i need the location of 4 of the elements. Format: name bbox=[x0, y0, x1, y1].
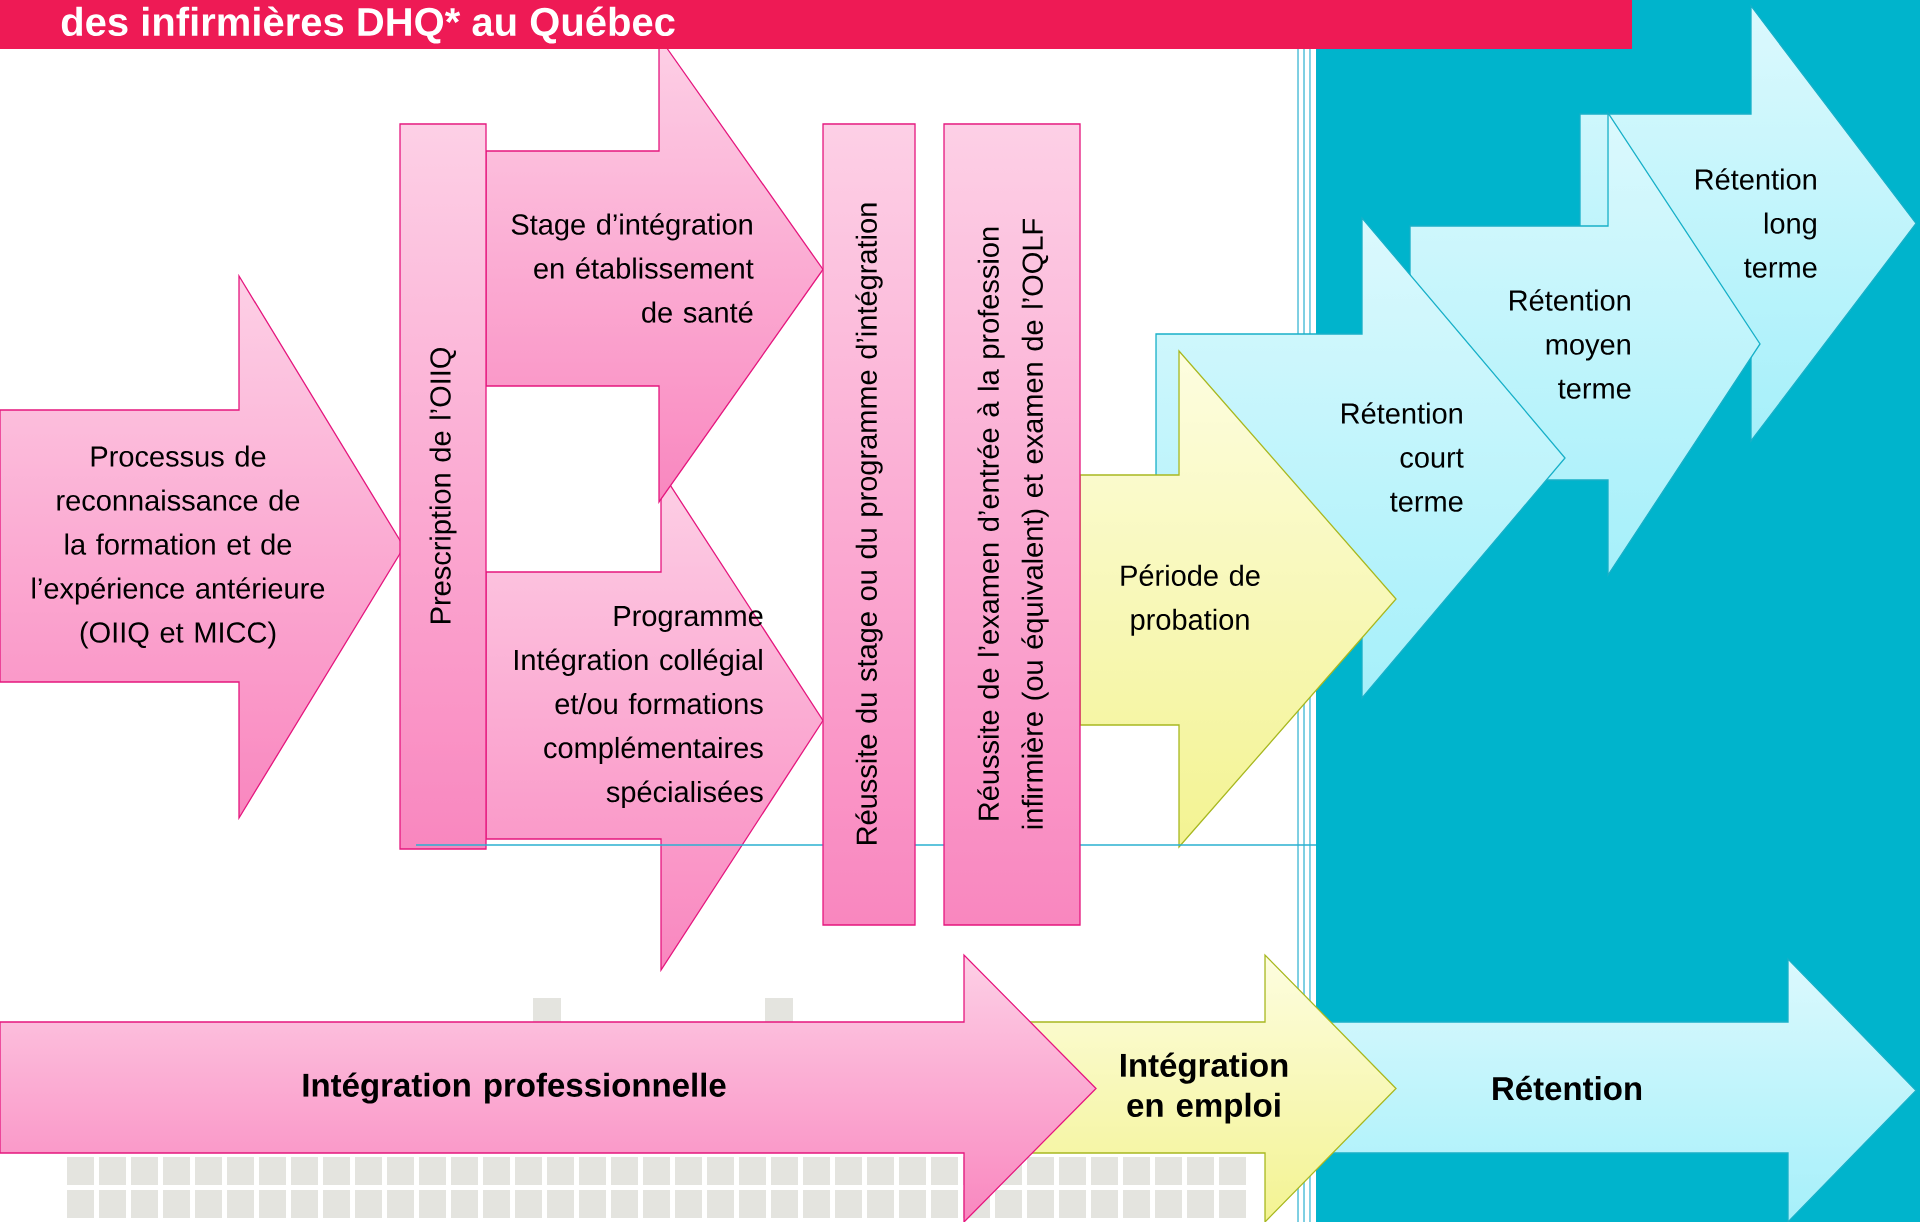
vertical-bar: Réussite de l’examen d’entrée à la profession infirmière (ou équivalent) et examen de l’OQLF bbox=[943, 123, 1081, 926]
vertical-bar: Réussite du stage ou du programme d’intégration bbox=[822, 123, 916, 926]
vertical-bar: Prescription de l’OIIQ bbox=[399, 123, 487, 850]
title-band: des infirmières DHQ* au Québec bbox=[0, 0, 1632, 49]
